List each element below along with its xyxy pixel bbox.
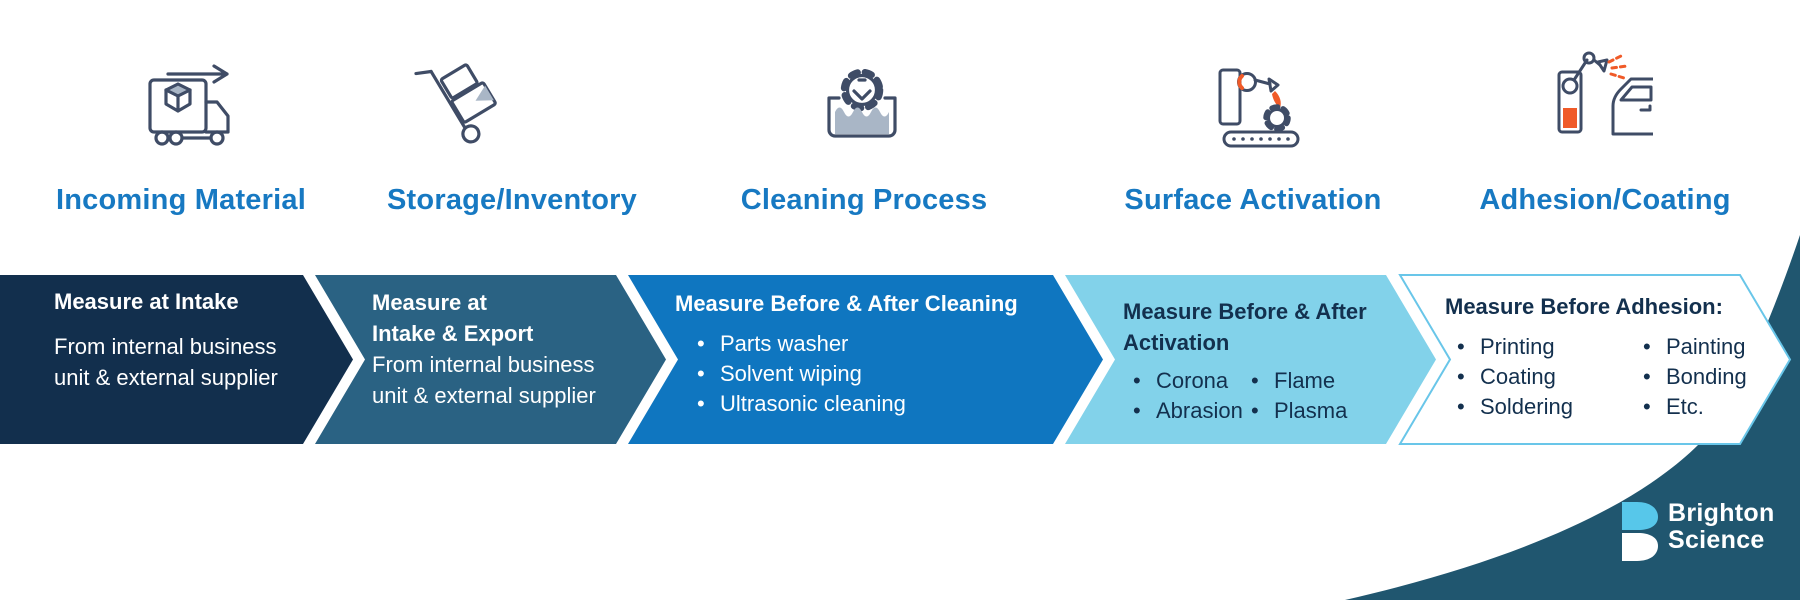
bullet-item: • Corona	[1133, 366, 1251, 396]
bullet-item: • Painting	[1643, 332, 1747, 362]
bullet-dot: •	[1643, 364, 1651, 389]
panel-measure-at-intake: Measure at Intake From internal business…	[54, 289, 278, 393]
bullet-dot: •	[697, 391, 705, 416]
bullet-item: • Solvent wiping	[697, 359, 1018, 389]
bullet-item: • Etc.	[1643, 392, 1747, 422]
panel-heading: Measure Before & After Cleaning	[675, 291, 1018, 316]
panel-heading: Measure Before Adhesion:	[1445, 294, 1723, 319]
bullet-dot: •	[1133, 368, 1141, 393]
brighton-logo-mark-bottom	[1622, 533, 1658, 561]
bullet-dot: •	[1457, 364, 1465, 389]
logo-line-2: Science	[1668, 526, 1765, 554]
panel-measure-activation: Measure Before & After Activation • Coro…	[1123, 296, 1367, 426]
bullet-item: • Flame	[1251, 366, 1367, 396]
bullet-label: Soldering	[1480, 394, 1573, 419]
bullet-item: • Parts washer	[697, 329, 1018, 359]
bullet-label: Etc.	[1666, 394, 1704, 419]
spray-robot-and-car-door-icon	[1557, 51, 1653, 136]
corner-swoosh	[1345, 235, 1800, 600]
panel-measure-at-intake-export: Measure at Intake & Export From internal…	[372, 287, 596, 411]
bullet-dot: •	[1643, 394, 1651, 419]
gear-in-cleaning-tank-icon	[827, 68, 897, 138]
bullet-item: • Bonding	[1643, 362, 1747, 392]
stage-title-cleaning-process: Cleaning Process	[740, 184, 988, 216]
panel-body-line: From internal business	[54, 334, 277, 359]
bullet-label: Printing	[1480, 334, 1555, 359]
panel-heading-line: Measure Before & After	[1123, 299, 1367, 324]
chevron-1-shape	[0, 275, 353, 444]
stage-title-adhesion-coating: Adhesion/Coating	[1479, 184, 1731, 216]
bullet-label: Parts washer	[720, 331, 849, 356]
chevron-4-shape	[1065, 275, 1436, 444]
truck-with-box-and-arrow-icon	[148, 64, 230, 146]
bullet-item: • Coating	[1457, 362, 1643, 392]
bullet-item: • Plasma	[1251, 396, 1367, 426]
robot-flame-on-gear-conveyor-icon	[1218, 68, 1300, 148]
bullet-dot: •	[1133, 398, 1141, 423]
stage-title-surface-activation: Surface Activation	[1124, 184, 1382, 216]
bullet-dot: •	[1251, 398, 1259, 423]
bullet-dot: •	[1457, 394, 1465, 419]
bullet-item: • Printing	[1457, 332, 1643, 362]
bullet-label: Painting	[1666, 334, 1746, 359]
panel-heading: Measure at Intake	[54, 289, 239, 314]
bullet-label: Flame	[1274, 368, 1336, 393]
brighton-science-logo: Brighton Science	[1668, 500, 1775, 554]
panel-heading-line: Measure at	[372, 290, 487, 315]
bullet-label: Coating	[1480, 364, 1556, 389]
bullet-label: Solvent wiping	[720, 361, 862, 386]
panel-measure-cleaning: Measure Before & After Cleaning • Parts …	[675, 291, 1018, 419]
panel-heading-line: Activation	[1123, 330, 1230, 355]
bullet-dot: •	[697, 331, 705, 356]
bullet-item: • Abrasion	[1133, 396, 1251, 426]
bullet-label: Plasma	[1274, 398, 1348, 423]
stage-title-storage-inventory: Storage/Inventory	[387, 184, 637, 216]
panel-body-line: From internal business	[372, 352, 595, 377]
bullet-dot: •	[697, 361, 705, 386]
hand-truck-with-boxes-icon	[414, 63, 497, 144]
bullet-label: Abrasion	[1156, 398, 1243, 423]
bullet-label: Bonding	[1666, 364, 1747, 389]
bullet-dot: •	[1643, 334, 1651, 359]
chevron-2-shape	[315, 275, 666, 444]
logo-line-1: Brighton	[1668, 499, 1775, 527]
bullet-dot: •	[1457, 334, 1465, 359]
panel-measure-adhesion: Measure Before Adhesion: • Printing • Pa…	[1445, 294, 1747, 422]
bullet-dot: •	[1251, 368, 1259, 393]
bullet-label: Corona	[1156, 368, 1229, 393]
bullet-label: Ultrasonic cleaning	[720, 391, 906, 416]
bullet-item: • Soldering	[1457, 392, 1643, 422]
chevron-5-shape	[1398, 274, 1792, 445]
chevron-3-shape	[628, 275, 1103, 444]
panel-body-line: unit & external supplier	[54, 365, 278, 390]
brighton-logo-mark-top	[1622, 502, 1658, 530]
bullet-item: • Ultrasonic cleaning	[697, 389, 1018, 419]
panel-body-line: unit & external supplier	[372, 383, 596, 408]
stage-title-incoming-material: Incoming Material	[56, 184, 306, 216]
panel-heading-line: Intake & Export	[372, 321, 534, 346]
